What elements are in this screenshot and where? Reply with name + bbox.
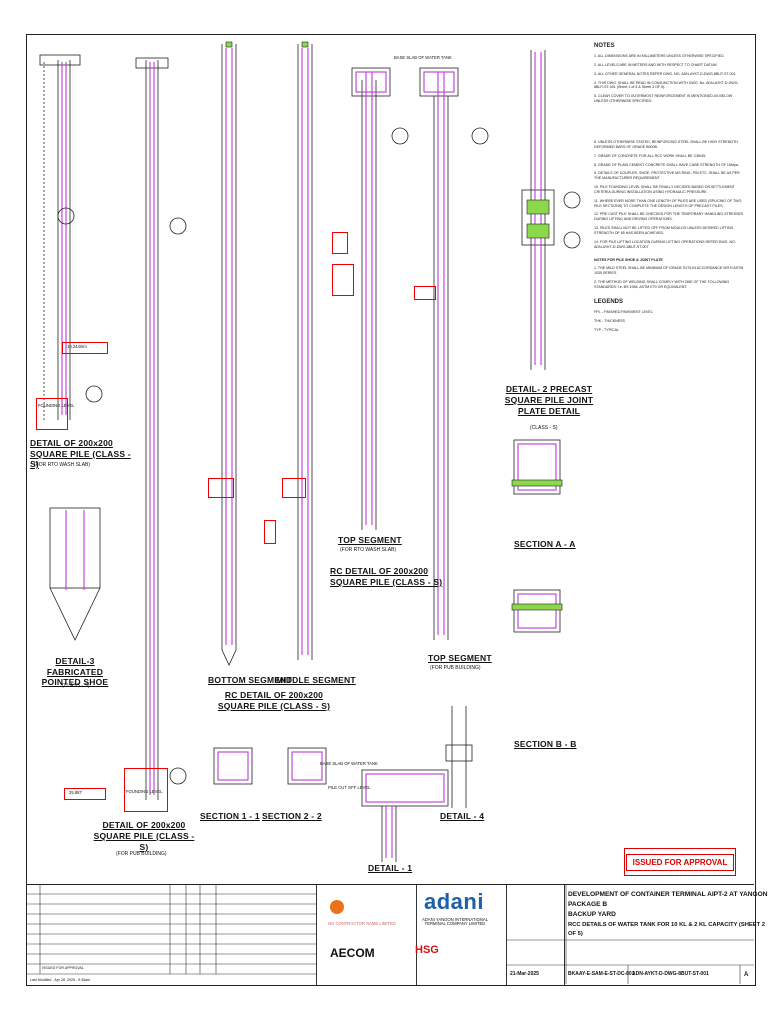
epc-contractor-name: NO CONTRACTOR NAME LIMITED — [328, 921, 396, 926]
red-callout — [332, 232, 348, 254]
title-block — [26, 884, 754, 985]
project-line: DEVELOPMENT OF CONTAINER TERMINAL AIPT-2… — [568, 891, 768, 898]
red-callout — [36, 398, 68, 430]
contractor-drawing-number: BKAAY-E-SAM-E-ST-DC-801 — [568, 971, 635, 977]
top-segment-rto-title: TOP SEGMENT — [338, 535, 402, 545]
note-item: 14. FOR PILE LIFTING LOCATION DURING LIF… — [594, 239, 736, 249]
section-22-title: SECTION 2 - 2 — [262, 811, 322, 821]
section-aa-title: SECTION A - A — [514, 539, 576, 549]
detail-2-joint-title: DETAIL- 2 PRECAST SQUARE PILE JOINT PLAT… — [504, 384, 594, 417]
note-item: 6. UNLESS OTHERWISE STATED, REINFORCING … — [594, 140, 738, 149]
legend-item: TYP - TYPICAL — [594, 327, 620, 332]
consultant-logo: AECOM — [330, 946, 375, 960]
project-line: PACKAGE B — [568, 901, 608, 909]
red-label-2: 25.887 — [69, 790, 82, 795]
note-item: 11. WHERE EVER MORE THAN ONE LENGTH OF P… — [594, 198, 742, 208]
note-item: 10. PILE FOUNDING LEVEL SHALL BE FINALLY… — [594, 185, 735, 194]
revision-table — [26, 885, 317, 985]
shoe-notes-header: NOTES FOR PILE SHOE & JOINT PLATE — [594, 257, 663, 262]
detail-4-title: DETAIL - 4 — [440, 811, 485, 821]
note-item: 5. CLEAR COVER TO OUTERMOST REINFORCEMEN… — [594, 94, 733, 104]
note-spacer — [594, 108, 744, 136]
legend-item: THK - THICKNESS — [594, 318, 625, 323]
project-line: BACKUP YARD — [568, 911, 616, 919]
note-item: 13. PILES SHALL NOT BE LIFTED OFF FROM M… — [594, 226, 734, 235]
founding-level-label: FOUNDING LEVEL — [126, 789, 163, 794]
rc-detail-title-1: RC DETAIL OF 200x200 SQUARE PILE (CLASS … — [217, 690, 331, 712]
rc-detail-title-2: RC DETAIL OF 200x200 SQUARE PILE (CLASS … — [330, 566, 443, 588]
contractor-logo-icon — [330, 900, 344, 914]
revision-row-text: ISSUED FOR APPROVAL — [42, 966, 84, 970]
red-label-1: 10.244mm — [67, 344, 87, 349]
detail-title-rto: DETAIL OF 200x200 SQUARE PILE (CLASS - S… — [30, 438, 131, 470]
revision-letter: A — [744, 972, 749, 978]
drawing-date: 21-Mar-2025 — [510, 971, 539, 977]
approval-cell — [506, 885, 565, 985]
note-item: 2. ALL LEVELS ARE IN METERS AND WITH RES… — [594, 62, 718, 67]
contractor-cell — [316, 885, 417, 985]
detail-3-title: DETAIL-3 FABRICATED POINTED SHOE — [41, 656, 109, 688]
base-slab-label: BASE SLAB OF WATER TANK — [394, 55, 452, 60]
middle-segment-title: MIDDLE SEGMENT — [276, 675, 356, 685]
red-callout — [414, 286, 436, 300]
detail-2-joint-subtitle: (CLASS - S) — [530, 425, 558, 431]
note-item: 3. ALL OTHER GENERAL NOTES REFER DWG. NO… — [594, 71, 736, 76]
red-callout — [208, 478, 234, 498]
drawing-frame — [26, 34, 756, 986]
last-modified: Last Modified - Apr 28, 2025 - 9:45am — [30, 978, 91, 982]
red-callout-dim-1: 10.244mm — [62, 342, 108, 354]
client-name: ADANI YANGON INTERNATIONAL TERMINAL COMP… — [421, 917, 489, 927]
detail-subtitle-pub: (FOR PUB BUILDING) — [116, 851, 167, 857]
approval-stamp: ISSUED FOR APPROVAL — [624, 848, 736, 876]
red-callout — [332, 264, 354, 296]
detail-title-pub: DETAIL OF 200x200 SQUARE PILE (CLASS - S… — [93, 820, 195, 853]
note-item: 7. GRADE OF CONCRETE FOR ALL RCC WORK SH… — [594, 153, 707, 158]
top-segment-rto-subtitle: (FOR RTO WASH SLAB) — [340, 547, 397, 553]
founding-level-label: FOUNDING LEVEL — [38, 403, 75, 408]
red-callout — [282, 478, 306, 498]
section-bb-title: SECTION B - B — [514, 739, 577, 749]
red-callout-dim-2: 25.887 — [64, 788, 106, 800]
section-11-title: SECTION 1 - 1 — [200, 811, 260, 821]
note-item: 8. GRADE OF PLAIN CEMENT CONCRETE SHALL … — [594, 162, 739, 167]
top-segment-pub-title: TOP SEGMENT — [428, 653, 492, 663]
contractor-logo: HSG — [415, 944, 439, 956]
client-logo: adani — [424, 889, 484, 914]
project-line: RCC DETAILS OF WATER TANK FOR 10 KL & 2 … — [568, 921, 765, 937]
detail-subtitle-rto: (FOR RTO WASH SLAB) — [34, 462, 91, 468]
notes-panel: NOTES 1. ALL DIMENSIONS ARE IN MILLIMETE… — [594, 42, 744, 336]
red-callout — [124, 768, 168, 812]
legend-item: FPL - FINISHED PAVEMENT LEVEL — [594, 309, 653, 314]
pile-cut-label: PILE CUT OFF LEVEL — [328, 785, 371, 790]
top-segment-pub-subtitle: (FOR PUB BUILDING) — [430, 665, 481, 671]
notes-header: NOTES — [594, 43, 615, 49]
shoe-note-item: 2. THE METHOD OF WELDING SHALL COMPLY WI… — [594, 280, 730, 289]
note-item: 4. THIS DWG. SHALL BE READ IN CONJUNCTIO… — [594, 80, 739, 90]
base-slab-label: BASE SLAB OF WATER TANK — [320, 761, 378, 766]
detail-1-title: DETAIL - 1 — [368, 863, 413, 873]
legends-header: LEGENDS — [594, 298, 624, 305]
project-title-block: DEVELOPMENT OF CONTAINER TERMINAL AIPT-2… — [568, 890, 768, 939]
detail-3-subtitle: (CLASS - S) — [62, 683, 90, 689]
note-item: 9. DETAILS OF COUPLER, SHOE, PROTECTIVE … — [594, 171, 740, 181]
shoe-note-item: 1. THE MILD STEEL SHALL BE MINIMUM OF GR… — [594, 266, 744, 276]
note-item: 1. ALL DIMENSIONS ARE IN MILLIMETERS UNL… — [594, 54, 725, 59]
red-callout — [264, 520, 276, 544]
bottom-segment-title: BOTTOM SEGMENT — [208, 675, 292, 685]
note-item: 12. PRE CAST PILE SHALL BE CHECKED FOR T… — [594, 212, 744, 222]
drawing-number: ADN-AYKT-D-DWG-8BUT-ST-001 — [632, 971, 709, 977]
approval-stamp-text: ISSUED FOR APPROVAL — [625, 853, 735, 871]
client-cell — [416, 885, 507, 985]
